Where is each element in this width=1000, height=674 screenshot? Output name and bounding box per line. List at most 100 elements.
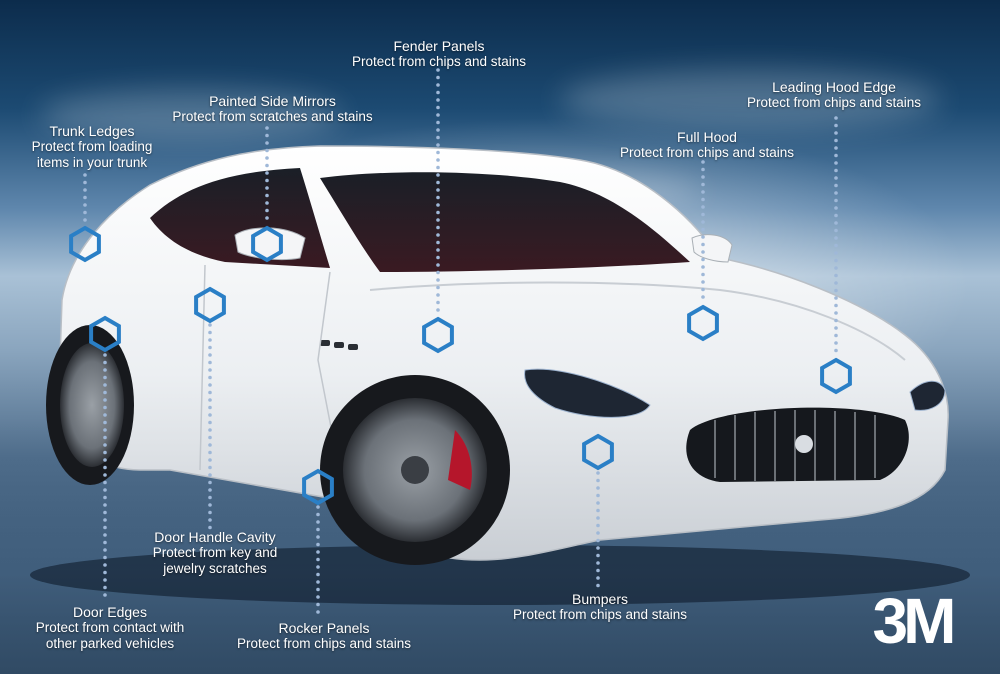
leader-dot	[265, 156, 269, 160]
leader-dot	[436, 98, 440, 102]
leader-dot	[316, 550, 320, 554]
leader-dot	[701, 235, 705, 239]
leader-dot	[208, 525, 212, 530]
leader-dot	[83, 173, 87, 177]
leader-dot	[701, 227, 705, 232]
leader-dot	[436, 128, 440, 132]
leader-dot	[436, 233, 440, 237]
callout-fender-panels: Fender Panels Protect from chips and sta…	[344, 38, 534, 70]
leader-dot	[834, 183, 838, 188]
leader-dot	[208, 405, 212, 410]
leader-dot	[834, 116, 838, 120]
leader-dot	[436, 225, 440, 230]
leader-dot	[103, 578, 107, 582]
leader-dot	[208, 353, 212, 357]
callout-description: Protect from key and	[152, 545, 278, 560]
leader-dot	[103, 435, 107, 440]
leader-dot	[436, 248, 440, 252]
leader-dot	[436, 75, 440, 80]
leader-dot	[834, 191, 838, 195]
leader-dot	[701, 265, 705, 269]
leader-dot	[103, 443, 107, 447]
leader-dot	[436, 113, 440, 117]
hexagon-marker-rocker-panels[interactable]	[302, 468, 334, 506]
leader-dot	[208, 390, 212, 395]
leader-dot	[83, 188, 87, 192]
leader-dot	[596, 486, 600, 490]
callout-title: Painted Side Mirrors	[209, 93, 336, 109]
leader-dot	[265, 216, 269, 220]
leader-dot	[436, 285, 440, 290]
leader-dot	[596, 568, 600, 573]
leader-dot	[834, 206, 838, 210]
leader-dot	[316, 602, 320, 607]
leader-dot	[834, 281, 838, 285]
leader-dot	[596, 501, 600, 505]
leader-dot	[103, 360, 107, 365]
leader-dot	[834, 288, 838, 293]
leader-dot	[265, 133, 269, 138]
leader-dot	[316, 520, 320, 524]
leader-dot	[701, 220, 705, 224]
callout-description: Protect from chips and stains	[236, 636, 412, 651]
leader-dot	[103, 473, 107, 477]
leader-dot	[316, 557, 320, 562]
leader-dot	[265, 171, 269, 175]
leader-dot	[436, 90, 440, 95]
leader-dot	[834, 326, 838, 330]
callout-title: Rocker Panels	[278, 620, 370, 636]
leader-dot	[436, 263, 440, 267]
callout-door-edges: Door Edges Protect from contact with oth…	[25, 604, 195, 652]
hexagon-marker-bumpers[interactable]	[582, 433, 614, 471]
hexagon-marker-door-handle-cavity[interactable]	[194, 286, 226, 324]
car-rear-wheel	[46, 325, 134, 485]
leader-dot	[208, 368, 212, 372]
leader-dot	[701, 160, 705, 164]
leader-dot	[208, 450, 212, 455]
hexagon-marker-trunk-ledges[interactable]	[69, 225, 101, 263]
leader-dot	[103, 390, 107, 395]
hexagon-marker-fender-panels[interactable]	[422, 316, 454, 354]
leader-dot	[436, 308, 440, 312]
leader-dot	[103, 518, 107, 522]
callout-description: Protect from chips and stains	[512, 607, 688, 622]
leader-dot	[208, 338, 212, 342]
leader-dot	[834, 266, 838, 270]
leader-dot	[265, 141, 269, 145]
leader-dot	[208, 518, 212, 522]
leader-dot	[701, 212, 705, 217]
callout-description: Protect from chips and stains	[351, 54, 527, 69]
leader-dot	[596, 583, 600, 588]
leader-dot	[436, 158, 440, 162]
leader-dot	[208, 413, 212, 417]
leader-dot	[436, 188, 440, 192]
car-headlight	[524, 368, 651, 418]
hexagon-marker-full-hood[interactable]	[687, 304, 719, 342]
car-windshield	[320, 172, 690, 272]
leader-dot	[436, 210, 440, 215]
leader-dot	[265, 148, 269, 153]
leader-dot	[83, 203, 87, 207]
hexagon-marker-painted-side-mirrors[interactable]	[251, 225, 283, 263]
callout-title: Full Hood	[677, 129, 737, 145]
leader-dot	[265, 186, 269, 190]
leader-dot	[103, 413, 107, 417]
leader-dot	[596, 576, 600, 580]
leader-dot	[316, 587, 320, 592]
leader-dot	[316, 505, 320, 509]
leader-dot	[103, 533, 107, 537]
leader-dot	[208, 375, 212, 380]
leader-dot	[208, 435, 212, 440]
leader-dot	[103, 585, 107, 590]
leader-dot	[208, 465, 212, 470]
callout-description: Protect from loading	[31, 139, 153, 154]
leader-dot	[596, 493, 600, 498]
hexagon-marker-leading-hood-edge[interactable]	[820, 357, 852, 395]
callout-leading-hood-edge: Leading Hood Edge Protect from chips and…	[734, 79, 934, 111]
leader-dot	[208, 495, 212, 500]
hexagon-marker-door-edges[interactable]	[89, 315, 121, 353]
leader-dot	[103, 593, 107, 597]
leader-dot	[834, 258, 838, 263]
leader-dot	[596, 516, 600, 520]
